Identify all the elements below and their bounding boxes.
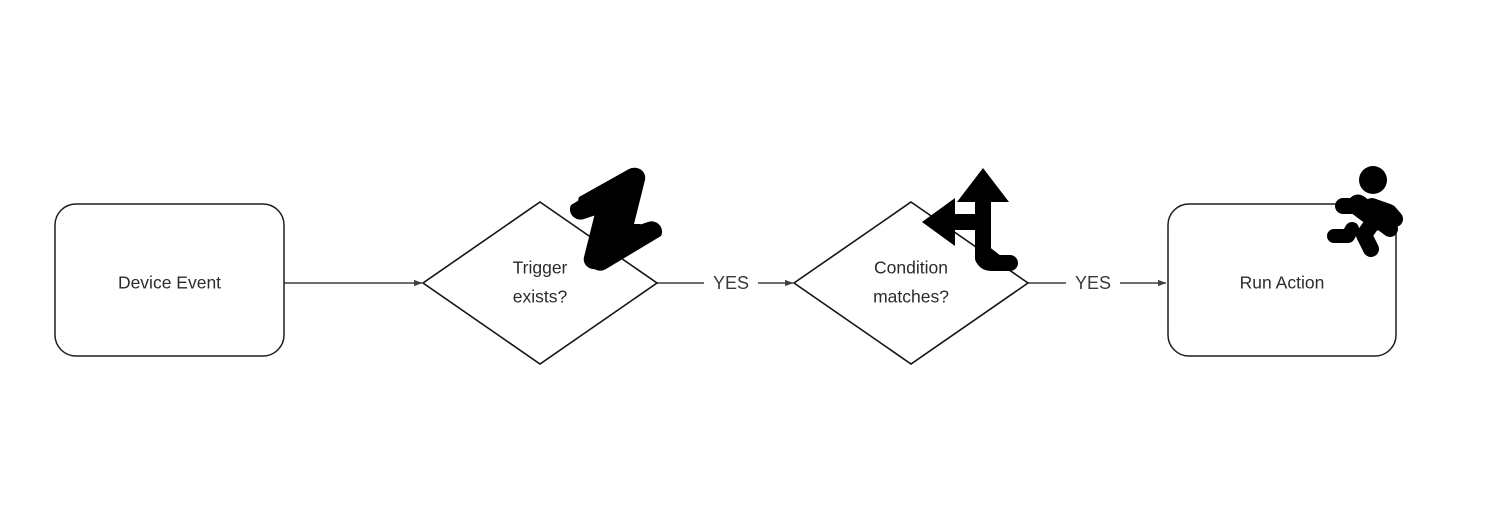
edge-label-yes-trigger: YES [713,273,749,293]
run-action-label: Run Action [1240,273,1325,293]
edge-label-yes-condition: YES [1075,273,1111,293]
branch-arrow-icon [922,168,1018,271]
edge-trigger-to-condition: YES [657,273,794,293]
condition-matches-label-line1: Condition [874,258,948,278]
device-event-shape[interactable] [54,203,285,357]
condition-matches-label-line2: matches? [873,287,949,307]
trigger-exists-label-line1: Trigger [513,258,568,278]
device-event-label: Device Event [118,273,221,293]
edge-condition-to-action: YES [1028,273,1167,293]
node-device-event[interactable]: Device Event [54,203,285,357]
node-condition-matches[interactable]: Condition matches? [792,201,1030,365]
trigger-exists-label-line2: exists? [513,287,568,307]
lightning-bolt-icon [569,167,663,271]
running-person-icon [1327,166,1403,257]
condition-matches-shape[interactable] [792,201,1030,365]
